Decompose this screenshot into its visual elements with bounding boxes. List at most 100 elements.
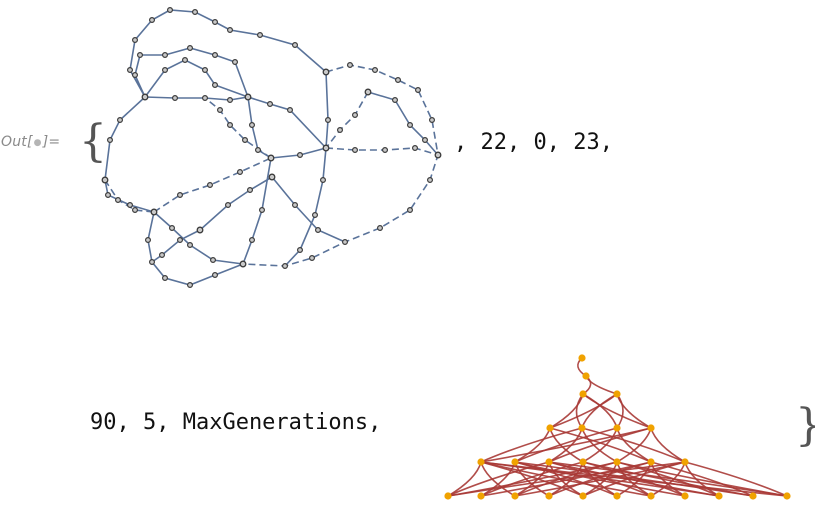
graph-hub-vertex: [150, 208, 158, 216]
graph-vertex: [325, 116, 332, 123]
graph-vertex: [382, 147, 389, 154]
graph-vertex: [212, 272, 219, 279]
list-values-line2: 90, 5, MaxGenerations,: [90, 410, 382, 435]
graph-vertex: [427, 177, 434, 184]
graph-edge: [271, 176, 346, 243]
causal-vertex: [582, 372, 590, 380]
causal-edge: [548, 461, 652, 497]
graph-vertex: [126, 66, 133, 73]
graph-edge: [151, 229, 201, 263]
graph-vertex: [212, 51, 219, 58]
causal-vertex: [579, 492, 587, 500]
graph-vertex: [429, 116, 436, 123]
causal-vertex: [578, 354, 586, 362]
graph-vertex: [297, 247, 304, 254]
graph-vertex: [187, 44, 194, 51]
graph-vertex: [227, 121, 234, 128]
graph-vertex: [227, 96, 234, 103]
graph-vertex: [149, 17, 156, 24]
causal-vertex: [545, 492, 553, 500]
graph-hub-vertex: [244, 93, 252, 101]
graph-vertex: [352, 111, 359, 118]
graph-vertex: [257, 31, 264, 38]
graph-vertex: [177, 192, 184, 199]
graph-edge: [134, 47, 249, 98]
causal-edge: [575, 393, 584, 429]
causal-edge: [582, 461, 686, 497]
graph-vertex: [407, 121, 414, 128]
graph-vertex: [255, 147, 262, 154]
graph-vertex: [232, 58, 239, 65]
graph-vertex: [187, 282, 194, 289]
causal-edge: [616, 393, 624, 429]
causal-vertex: [715, 492, 723, 500]
graph-vertex: [167, 6, 174, 14]
graph-vertex: [337, 126, 344, 133]
graph-vertex: [412, 145, 419, 152]
causal-vertex: [477, 492, 485, 500]
graph-edge: [325, 91, 369, 149]
causal-vertex: [578, 424, 586, 432]
graph-vertex: [225, 202, 232, 209]
graph-vertex: [202, 94, 209, 101]
graph-vertex: [177, 237, 184, 244]
graph-vertex: [422, 137, 429, 144]
graph-vertex: [347, 61, 354, 68]
graph-vertex: [210, 257, 217, 264]
graph-vertex: [249, 237, 256, 244]
graph-hub-vertex: [268, 173, 276, 181]
out-label-prefix: Out[: [1, 134, 33, 150]
graph-vertex: [237, 169, 244, 176]
graph-vertex: [106, 137, 113, 144]
causal-edge: [480, 427, 583, 463]
graph-vertex: [137, 51, 144, 58]
graph-vertex: [182, 56, 189, 63]
causal-vertex: [613, 492, 621, 500]
graph-vertex: [315, 227, 322, 234]
causal-edge: [514, 461, 686, 497]
graph-vertex: [282, 263, 289, 270]
causal-edge: [480, 461, 652, 497]
graph-hub-vertex: [322, 68, 330, 76]
graph-hub-vertex: [267, 154, 275, 162]
out-label-suffix: ]=: [42, 134, 61, 150]
graph-vertex: [259, 207, 266, 214]
graph-hub-vertex: [141, 93, 149, 101]
causal-vertex: [545, 458, 553, 466]
graph-vertex: [227, 27, 234, 34]
causal-edge: [684, 461, 788, 497]
causal-edge: [582, 393, 652, 429]
causal-vertex: [647, 492, 655, 500]
graph-vertex: [247, 187, 254, 194]
causal-vertex: [511, 492, 519, 500]
graph-vertex: [392, 96, 399, 103]
causal-vertex: [613, 390, 621, 398]
graph-edge: [144, 96, 327, 149]
causal-edge: [548, 427, 652, 463]
graph-edge: [104, 179, 155, 213]
causal-vertex: [647, 424, 655, 432]
graph-vertex: [297, 152, 304, 159]
graph-edge: [242, 64, 439, 267]
graph-hub-vertex: [101, 176, 109, 184]
graph-vertex: [104, 192, 111, 199]
causal-vertex: [579, 390, 587, 398]
output-label[interactable]: Out[●]=: [1, 134, 60, 150]
graph-vertex: [309, 255, 316, 262]
causal-edge: [549, 393, 584, 429]
graph-vertex: [212, 19, 219, 26]
graph-vertex: [116, 116, 123, 123]
causal-edge: [616, 393, 652, 429]
causal-edge: [514, 427, 551, 463]
graph-vertex: [149, 259, 156, 266]
list-values-line1: , 22, 0, 23,: [454, 130, 613, 155]
graph-vertex: [249, 121, 256, 128]
causal-vertex: [613, 424, 621, 432]
graph-vertex: [292, 202, 299, 209]
causal-edge: [447, 461, 686, 497]
graph-vertex: [242, 137, 249, 144]
graph-vertex: [207, 182, 214, 189]
causal-vertex: [681, 458, 689, 466]
